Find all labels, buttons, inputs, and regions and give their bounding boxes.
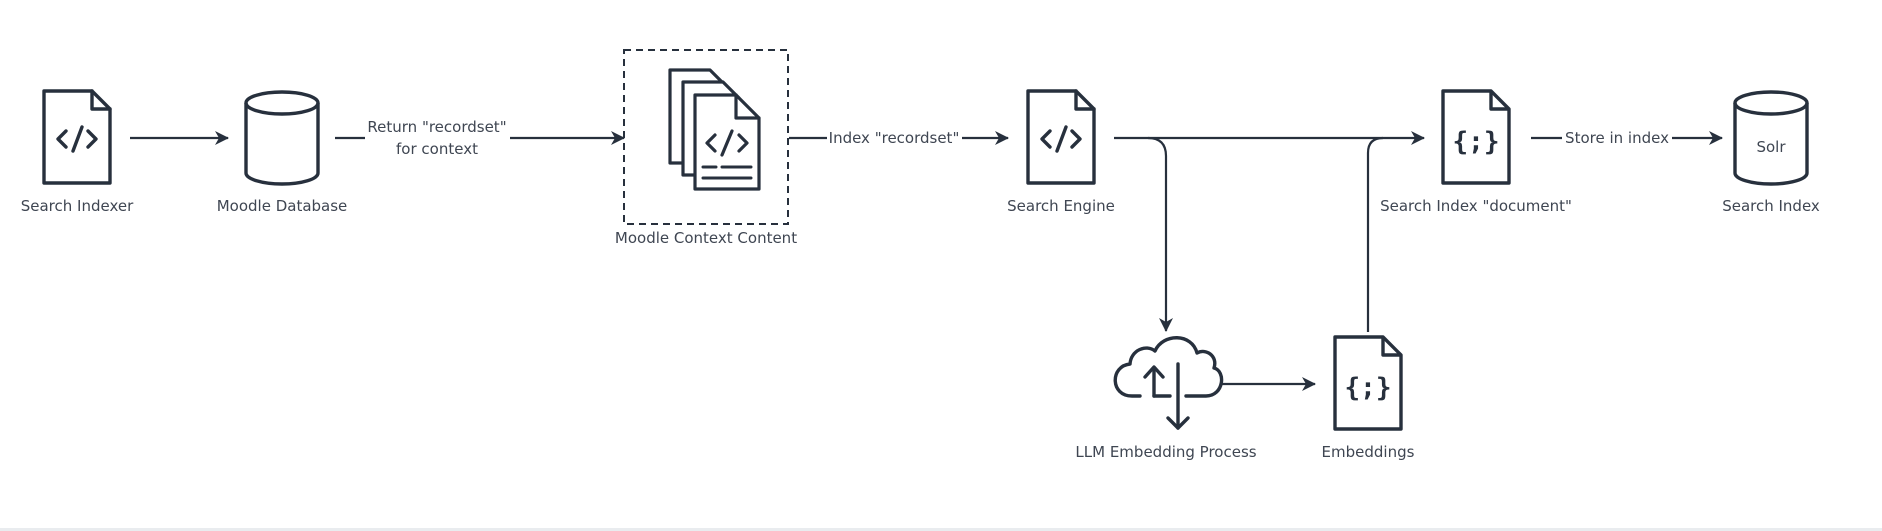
json-file-icon: {;} <box>1441 89 1511 185</box>
node-label: Embeddings <box>1322 443 1415 461</box>
node-label: Search Indexer <box>21 197 134 215</box>
connectors <box>130 131 1723 391</box>
node-embeddings[interactable]: {;} Embeddings <box>1322 335 1415 461</box>
edge-label-line-2: for context <box>396 140 478 158</box>
edge-label-return-recordset: Return "recordset" for context <box>367 118 506 158</box>
arrow-embeddings-to-document <box>1366 136 1384 332</box>
node-label: Moodle Database <box>217 197 348 215</box>
database-icon <box>244 90 320 186</box>
edge-label-index-recordset: Index "recordset" <box>829 129 960 147</box>
node-llm-embedding-process[interactable]: LLM Embedding Process <box>1075 336 1257 461</box>
node-label: Moodle Context Content <box>615 229 797 247</box>
svg-text:{;}: {;} <box>1453 127 1500 157</box>
edge-label-line-1: Return "recordset" <box>367 118 506 136</box>
cloud-upload-download-icon <box>1113 336 1224 430</box>
json-file-icon: {;} <box>1333 335 1403 431</box>
node-label: Search Index "document" <box>1380 197 1572 215</box>
arrow-engine-to-llm <box>1147 136 1173 332</box>
selection-box <box>623 49 789 225</box>
code-file-icon <box>1026 89 1096 185</box>
node-search-index[interactable]: Solr Search Index <box>1722 90 1820 215</box>
code-documents-stack-icon <box>668 68 761 191</box>
node-moodle-context-content[interactable]: Moodle Context Content <box>615 49 797 247</box>
database-icon <box>1733 90 1809 186</box>
database-inner-label: Solr <box>1756 138 1786 156</box>
edge-label-store-in-index: Store in index <box>1565 129 1669 147</box>
node-moodle-database[interactable]: Moodle Database <box>217 90 348 215</box>
node-label: LLM Embedding Process <box>1075 443 1256 461</box>
code-file-icon <box>42 89 112 185</box>
node-label: Search Index <box>1722 197 1820 215</box>
node-search-indexer[interactable]: Search Indexer <box>21 89 134 215</box>
svg-text:{;}: {;} <box>1345 373 1392 403</box>
node-search-engine[interactable]: Search Engine <box>1007 89 1115 215</box>
node-search-index-document[interactable]: {;} Search Index "document" <box>1380 89 1572 215</box>
node-label: Search Engine <box>1007 197 1115 215</box>
page-bottom-border <box>0 528 1882 531</box>
